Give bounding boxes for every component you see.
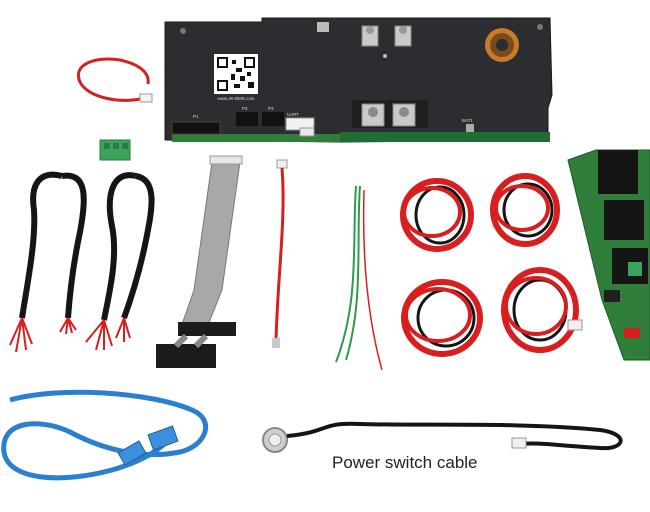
power-switch-caption: Power switch cable	[332, 453, 478, 472]
label-p2: P2	[242, 106, 248, 111]
black-balance-cable-1	[9, 171, 87, 353]
red-sensor-wire	[76, 57, 153, 103]
single-red-wire	[272, 159, 288, 348]
board-brand-text: www.JK-BMS.com	[217, 96, 254, 101]
power-switch-cable	[262, 421, 623, 453]
label-uart: UART	[287, 112, 299, 117]
green-white-wires	[335, 185, 383, 371]
green-terminal-block	[99, 139, 131, 161]
green-extension-board	[567, 149, 650, 361]
red-coil-bundle-4	[501, 267, 583, 353]
label-p1: P1	[193, 114, 199, 119]
blue-ethernet-cable	[1, 389, 208, 481]
label-bat1: BAT1	[462, 118, 473, 123]
red-coil-bundle-1	[400, 178, 474, 252]
black-balance-cable-2	[85, 172, 155, 351]
red-coil-bundle-2	[490, 173, 560, 247]
label-p3: P3	[268, 106, 274, 111]
toroid-inductor-icon	[485, 28, 519, 62]
red-coil-bundle-3	[401, 279, 483, 357]
bms-main-board: www.JK-BMS.com P1 P2 P3 UART BAT1	[164, 17, 553, 143]
qr-code-icon	[214, 54, 258, 94]
gray-ribbon-cable	[156, 155, 243, 368]
